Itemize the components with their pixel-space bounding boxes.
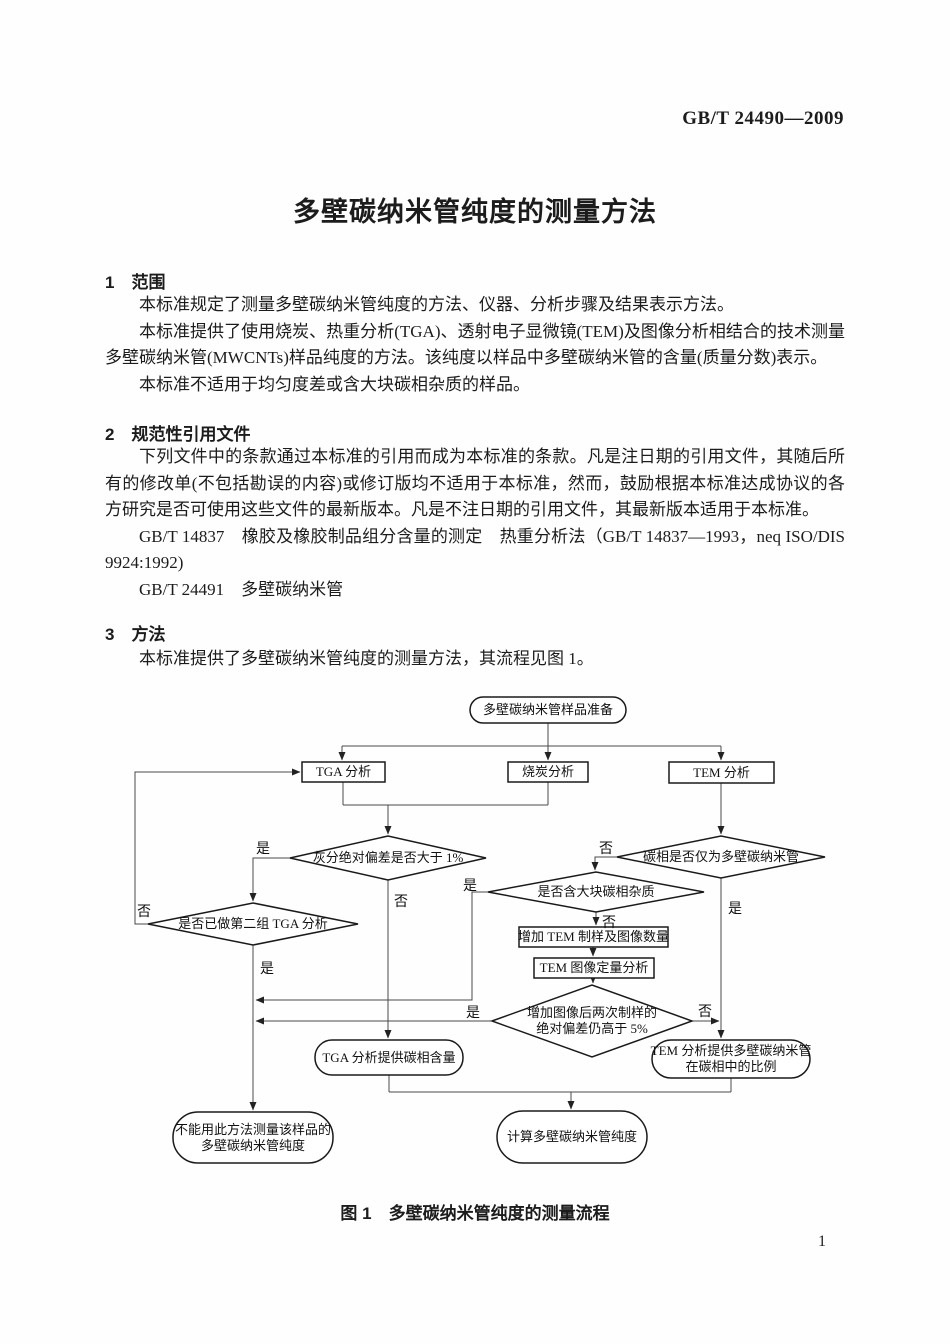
paragraph: 本标准提供了多壁碳纳米管纯度的测量方法，其流程见图 1。 [139, 649, 594, 668]
section-1-body: 本标准规定了测量多壁碳纳米管纯度的方法、仪器、分析步骤及结果表示方法。 本标准提… [105, 292, 845, 398]
section-3-heading: 3 方法 [105, 620, 845, 645]
flowchart-figure: 多壁碳纳米管样品准备 TGA 分析 烧炭分析 TEM 分析 灰分绝对偏差是否大于… [0, 680, 950, 1185]
edge-label-carbon-yes: 是 [728, 902, 742, 917]
quant-process-shape [533, 957, 655, 979]
paragraph: 下列文件中的条款通过本标准的引用而成为本标准的条款。凡是注日期的引用文件，其随后… [105, 447, 845, 520]
node-image-deviation: 增加图像后两次制样的 绝对偏差仍高于 5% [526, 1005, 657, 1036]
cannot-measure-shape [172, 1111, 334, 1164]
node-carbon-only-mwcnt: 碳相是否仅为多壁碳纳米管 [642, 849, 799, 864]
edge-label-bulk-yes: 是 [463, 879, 477, 894]
paragraph: 本标准规定了测量多壁碳纳米管纯度的方法、仪器、分析步骤及结果表示方法。 [139, 295, 734, 314]
node-start: 多壁碳纳米管样品准备 [482, 702, 613, 717]
section-1-title: 范围 [131, 273, 166, 292]
page-title: 多壁碳纳米管纯度的测量方法 [293, 197, 657, 227]
tem-result-shape [651, 1039, 811, 1079]
section-3-body: 本标准提供了多壁碳纳米管纯度的测量方法，其流程见图 1。 [105, 646, 845, 673]
normative-reference: GB/T 24491 多壁碳纳米管 [139, 579, 344, 599]
node-bulk-carbon: 是否含大块碳相杂质 [537, 884, 655, 899]
compute-purity-shape [496, 1110, 648, 1164]
addtem-process-shape [518, 926, 669, 948]
bulk-decision-shape [487, 871, 705, 913]
edge-label-ash-no: 否 [394, 895, 408, 910]
edge-label-ash-yes: 是 [256, 842, 270, 857]
edge-label-imagedev-no: 否 [698, 1005, 712, 1020]
normative-reference: GB/T 14837 橡胶及橡胶制品组分含量的测定 热重分析法（GB/T 148… [105, 526, 845, 573]
start-terminator-shape [469, 696, 627, 724]
section-3-number: 3 [105, 625, 115, 644]
node-tem-result: TEM 分析提供多壁碳纳米管 在碳相中的比例 [650, 1043, 812, 1074]
section-1-heading: 1 范围 [105, 268, 845, 293]
imagedev-decision-shape [489, 984, 695, 1058]
page-number: 1 [818, 1233, 826, 1250]
node-second-tga: 是否已做第二组 TGA 分析 [178, 916, 328, 931]
node-tga-result: TGA 分析提供碳相含量 [322, 1049, 456, 1065]
node-tga-analysis: TGA 分析 [315, 764, 372, 779]
flowchart-canvas [134, 696, 826, 1164]
burning-process-shape [507, 761, 589, 783]
edge-bulk-yes [255, 891, 488, 1004]
edge-carbon-no [591, 856, 617, 871]
node-burning-analysis: 烧炭分析 [521, 764, 574, 779]
edge-label-second-yes: 是 [260, 962, 274, 977]
figure-caption: 图 1 多壁碳纳米管纯度的测量流程 [340, 1204, 610, 1223]
section-3-title: 方法 [131, 625, 166, 644]
tem-process-shape [668, 761, 775, 784]
tga-process-shape [301, 761, 386, 783]
section-1-number: 1 [105, 273, 115, 292]
node-add-tem-sampling: 增加 TEM 制样及图像数量 [518, 929, 669, 944]
paragraph: 本标准提供了使用烧炭、热重分析(TGA)、透射电子显微镜(TEM)及图像分析相结… [105, 321, 845, 368]
edge-label-carbon-no: 否 [599, 842, 613, 857]
paragraph: 本标准不适用于均匀度差或含大块碳相杂质的样品。 [139, 374, 530, 394]
flowchart-shapes [147, 696, 826, 1164]
section-2-heading: 2 规范性引用文件 [105, 420, 845, 445]
ash-decision-shape [289, 835, 487, 881]
node-compute-purity: 计算多壁碳纳米管纯度 [506, 1129, 637, 1144]
edge-label-second-no: 否 [137, 905, 151, 920]
standard-code: GB/T 24490—2009 [682, 108, 844, 129]
section-2-body: 下列文件中的条款通过本标准的引用而成为本标准的条款。凡是注日期的引用文件，其随后… [105, 444, 845, 604]
flowchart-connectors [134, 723, 732, 1111]
node-tem-analysis: TEM 分析 [693, 764, 750, 780]
edge-second-no-loop [134, 768, 301, 925]
node-cannot-measure: 不能用此方法测量该样品的 多壁碳纳米管纯度 [174, 1121, 331, 1153]
edge-ash-yes [249, 857, 290, 902]
section-2-number: 2 [105, 425, 115, 444]
carbon-decision-shape [616, 835, 826, 879]
edge-label-imagedev-yes: 是 [466, 1006, 480, 1021]
node-tem-quantitative: TEM 图像定量分析 [539, 960, 649, 975]
section-2-title: 规范性引用文件 [131, 425, 251, 444]
second-tga-decision-shape [147, 902, 359, 946]
edge-label-bulk-no: 否 [602, 916, 616, 931]
tga-result-shape [314, 1039, 464, 1076]
node-ash-deviation: 灰分绝对偏差是否大于 1% [312, 850, 464, 865]
